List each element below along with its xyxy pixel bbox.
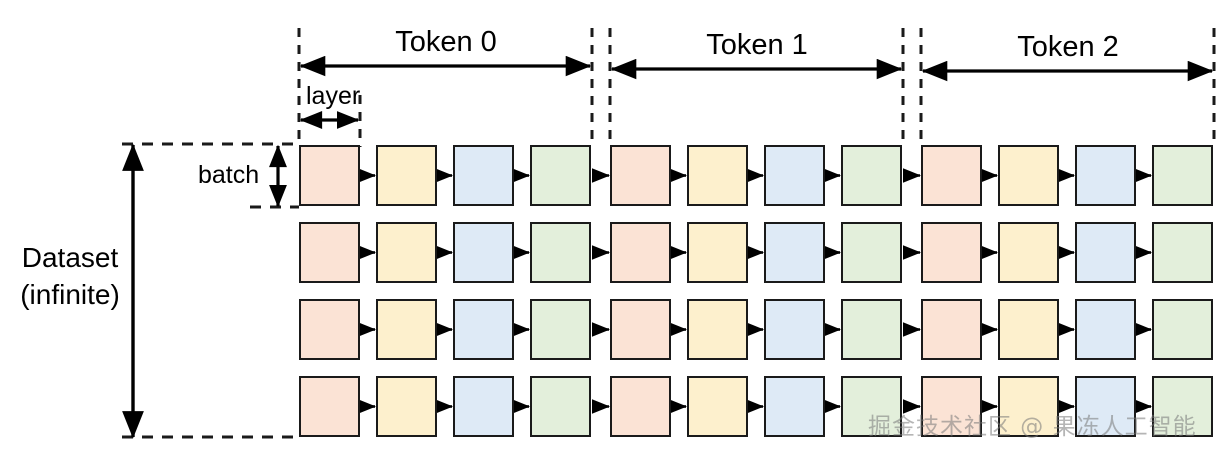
layer-cell [1075,299,1136,360]
layer-cell [921,299,982,360]
layer-cell [841,376,902,437]
layer-cell [530,299,591,360]
layer-cell [764,299,825,360]
layer-cell [1075,222,1136,283]
layer-cell [998,376,1059,437]
layer-cell [921,145,982,206]
layer-label: layer [306,82,361,110]
layer-cell [376,145,437,206]
layer-cell [687,299,748,360]
layer-cell [453,376,514,437]
layer-cell [530,376,591,437]
layer-cell [376,222,437,283]
layer-cell [453,299,514,360]
token-label-2: Token 2 [1017,31,1119,63]
layer-cell [687,222,748,283]
layer-cell [998,145,1059,206]
layer-cell [998,222,1059,283]
layer-cell [1075,145,1136,206]
layer-cell [610,222,671,283]
layer-cell [841,222,902,283]
layer-cell [610,145,671,206]
layer-cell [764,376,825,437]
layer-cell [530,222,591,283]
layer-cell [299,299,360,360]
layer-cell [921,376,982,437]
layer-cell [687,145,748,206]
layer-cell [299,376,360,437]
token-label-1: Token 1 [706,29,808,61]
layer-cell [998,299,1059,360]
layer-cell [453,222,514,283]
layer-cell [1075,376,1136,437]
layer-cell [1152,376,1213,437]
dataset-label: Dataset (infinite) [20,242,120,310]
layer-cell [841,145,902,206]
layer-cell [687,376,748,437]
layer-cell [1152,222,1213,283]
layer-cell [764,145,825,206]
layer-cell [376,299,437,360]
layer-cell [841,299,902,360]
layer-cell [610,299,671,360]
layer-cell [453,145,514,206]
layer-cell [376,376,437,437]
layer-cell [530,145,591,206]
token-label-0: Token 0 [395,26,497,58]
layer-cell [1152,145,1213,206]
layer-flow-arrows [357,168,1153,414]
batch-label: batch [198,161,260,189]
layer-cell [764,222,825,283]
dashed-guide-lines [297,28,1216,147]
layer-cell [921,222,982,283]
layer-cell [610,376,671,437]
layer-cell [299,145,360,206]
layer-cell [1152,299,1213,360]
token-span-arrows [299,55,1214,82]
layer-cell [299,222,360,283]
